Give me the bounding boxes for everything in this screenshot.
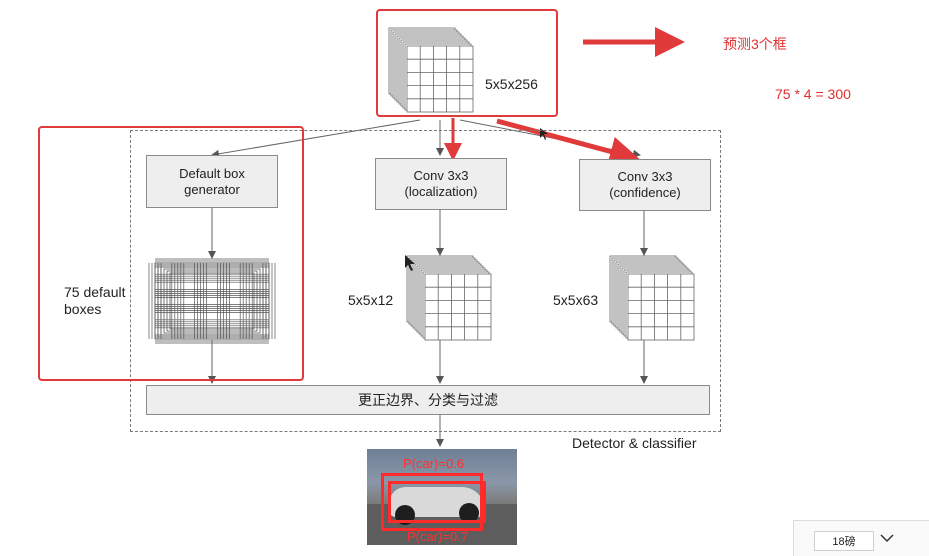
detection-box-inner xyxy=(388,481,486,523)
p-car-top-label: P(car)=0.6 xyxy=(403,456,465,471)
loc-tensor-layer xyxy=(424,273,492,341)
default-box-outline xyxy=(163,268,261,334)
car-detection-photo: P(car)=0.6 P(car)=0.7 xyxy=(367,449,517,545)
red-arrow-diagonal xyxy=(496,118,640,167)
conf-tensor-layer xyxy=(627,273,695,341)
cursor-icon xyxy=(405,255,415,271)
default-boxes-label: 75 default boxes xyxy=(64,284,126,317)
predict-boxes-note: 预测3个框 xyxy=(723,36,787,52)
conv-confidence-box: Conv 3x3 (confidence) xyxy=(579,159,711,211)
cursor-icon xyxy=(540,128,548,140)
connector-to-default-box xyxy=(211,119,421,158)
top-tensor-highlight xyxy=(376,9,558,117)
refine-filter-box: 更正边界、分类与过滤 xyxy=(146,385,710,415)
default-box-outline xyxy=(169,272,255,330)
default-boxes-highlight xyxy=(38,126,304,381)
top-tensor-layer xyxy=(406,45,474,113)
player-toolbar: 18磅 xyxy=(793,520,929,556)
default-box-outline xyxy=(166,270,258,332)
top-tensor-label: 5x5x256 xyxy=(485,76,538,92)
conf-tensor-label: 5x5x63 xyxy=(553,292,599,308)
p-car-bottom-label: P(car)=0.7 xyxy=(407,529,469,544)
conv-localization-box: Conv 3x3 (localization) xyxy=(375,158,507,210)
chevron-down-icon[interactable] xyxy=(880,533,894,543)
font-size-button[interactable]: 18磅 xyxy=(814,531,874,551)
detector-classifier-label: Detector & classifier xyxy=(572,435,697,451)
formula-note: 75 * 4 = 300 xyxy=(775,86,851,102)
default-box-generator: Default box generator xyxy=(146,155,278,208)
loc-tensor-label: 5x5x12 xyxy=(348,292,394,308)
car-wheel xyxy=(459,503,479,523)
detection-box-outer xyxy=(381,473,483,531)
detector-region xyxy=(130,130,721,432)
